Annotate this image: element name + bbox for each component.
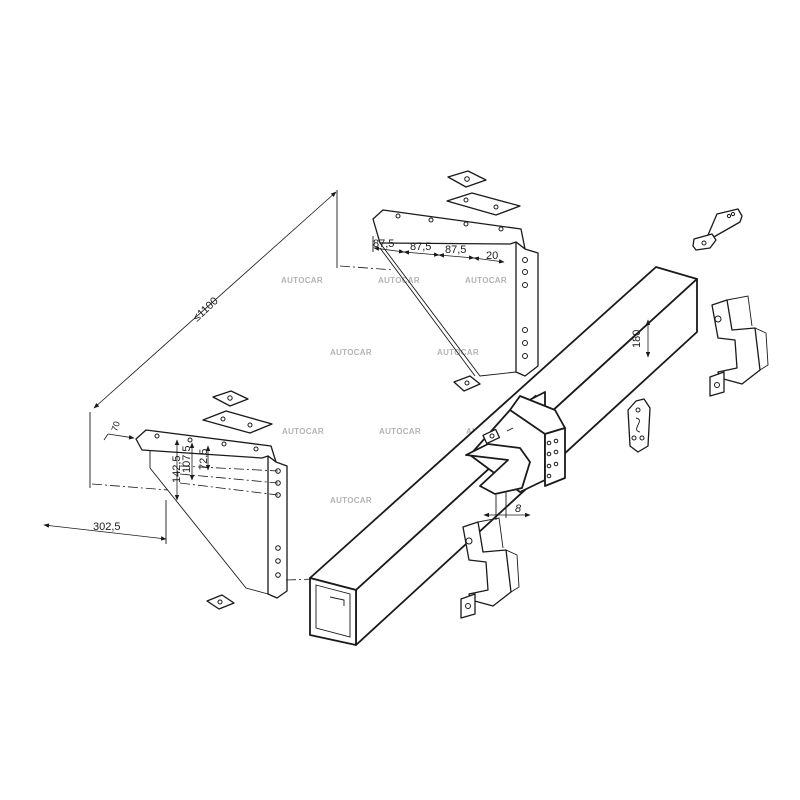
upper-mounting-bracket <box>339 170 539 392</box>
dim-max-length-label: ≤1100 <box>191 295 221 324</box>
spacer-plate-lower-large <box>202 410 273 434</box>
dim-bracket-width: 302,5 <box>93 521 121 533</box>
watermark-9: AUTOCAR <box>330 496 372 505</box>
center-hitch-bracket: 8 <box>465 391 566 520</box>
watermark-6: AUTOCAR <box>282 427 324 436</box>
beam-end-face <box>309 577 357 646</box>
lower-bracket-dimensions: 70 142,5 107,5 72,5 302,5 <box>43 420 211 544</box>
watermark-7: AUTOCAR <box>379 427 421 436</box>
upper-bracket-dimensions: 87,5 87,5 87,5 20 <box>372 236 505 264</box>
dim-height-3: 72,5 <box>198 449 210 470</box>
dim-beam-height: 180 <box>631 330 643 348</box>
dim-plate-thickness: 8 <box>515 503 522 515</box>
spacer-plate-upper-large <box>446 192 521 216</box>
dim-edge-offset: 20 <box>486 250 498 262</box>
hitch-top-plate <box>509 395 566 435</box>
dim-bolt-spacing-3: 87,5 <box>445 244 466 256</box>
lower-mounting-bracket <box>91 390 317 610</box>
u-bracket-lower-center <box>460 517 520 619</box>
watermark-3: AUTOCAR <box>465 276 507 285</box>
socket-plate <box>627 398 651 453</box>
dim-bracket-offset: 70 <box>109 420 122 433</box>
watermark-2: AUTOCAR <box>378 276 420 285</box>
dim-height-1: 142,5 <box>171 455 183 483</box>
dim-bolt-spacing-1: 87,5 <box>373 238 394 250</box>
connector-bracket-top-right <box>692 208 743 251</box>
watermark-4: AUTOCAR <box>330 348 372 357</box>
watermark-1: AUTOCAR <box>281 276 323 285</box>
dim-height-2: 107,5 <box>181 445 193 473</box>
hitch-lower-arm <box>465 443 531 495</box>
dim-bolt-spacing-2: 87,5 <box>410 241 431 253</box>
u-bracket-upper-right <box>709 295 769 397</box>
